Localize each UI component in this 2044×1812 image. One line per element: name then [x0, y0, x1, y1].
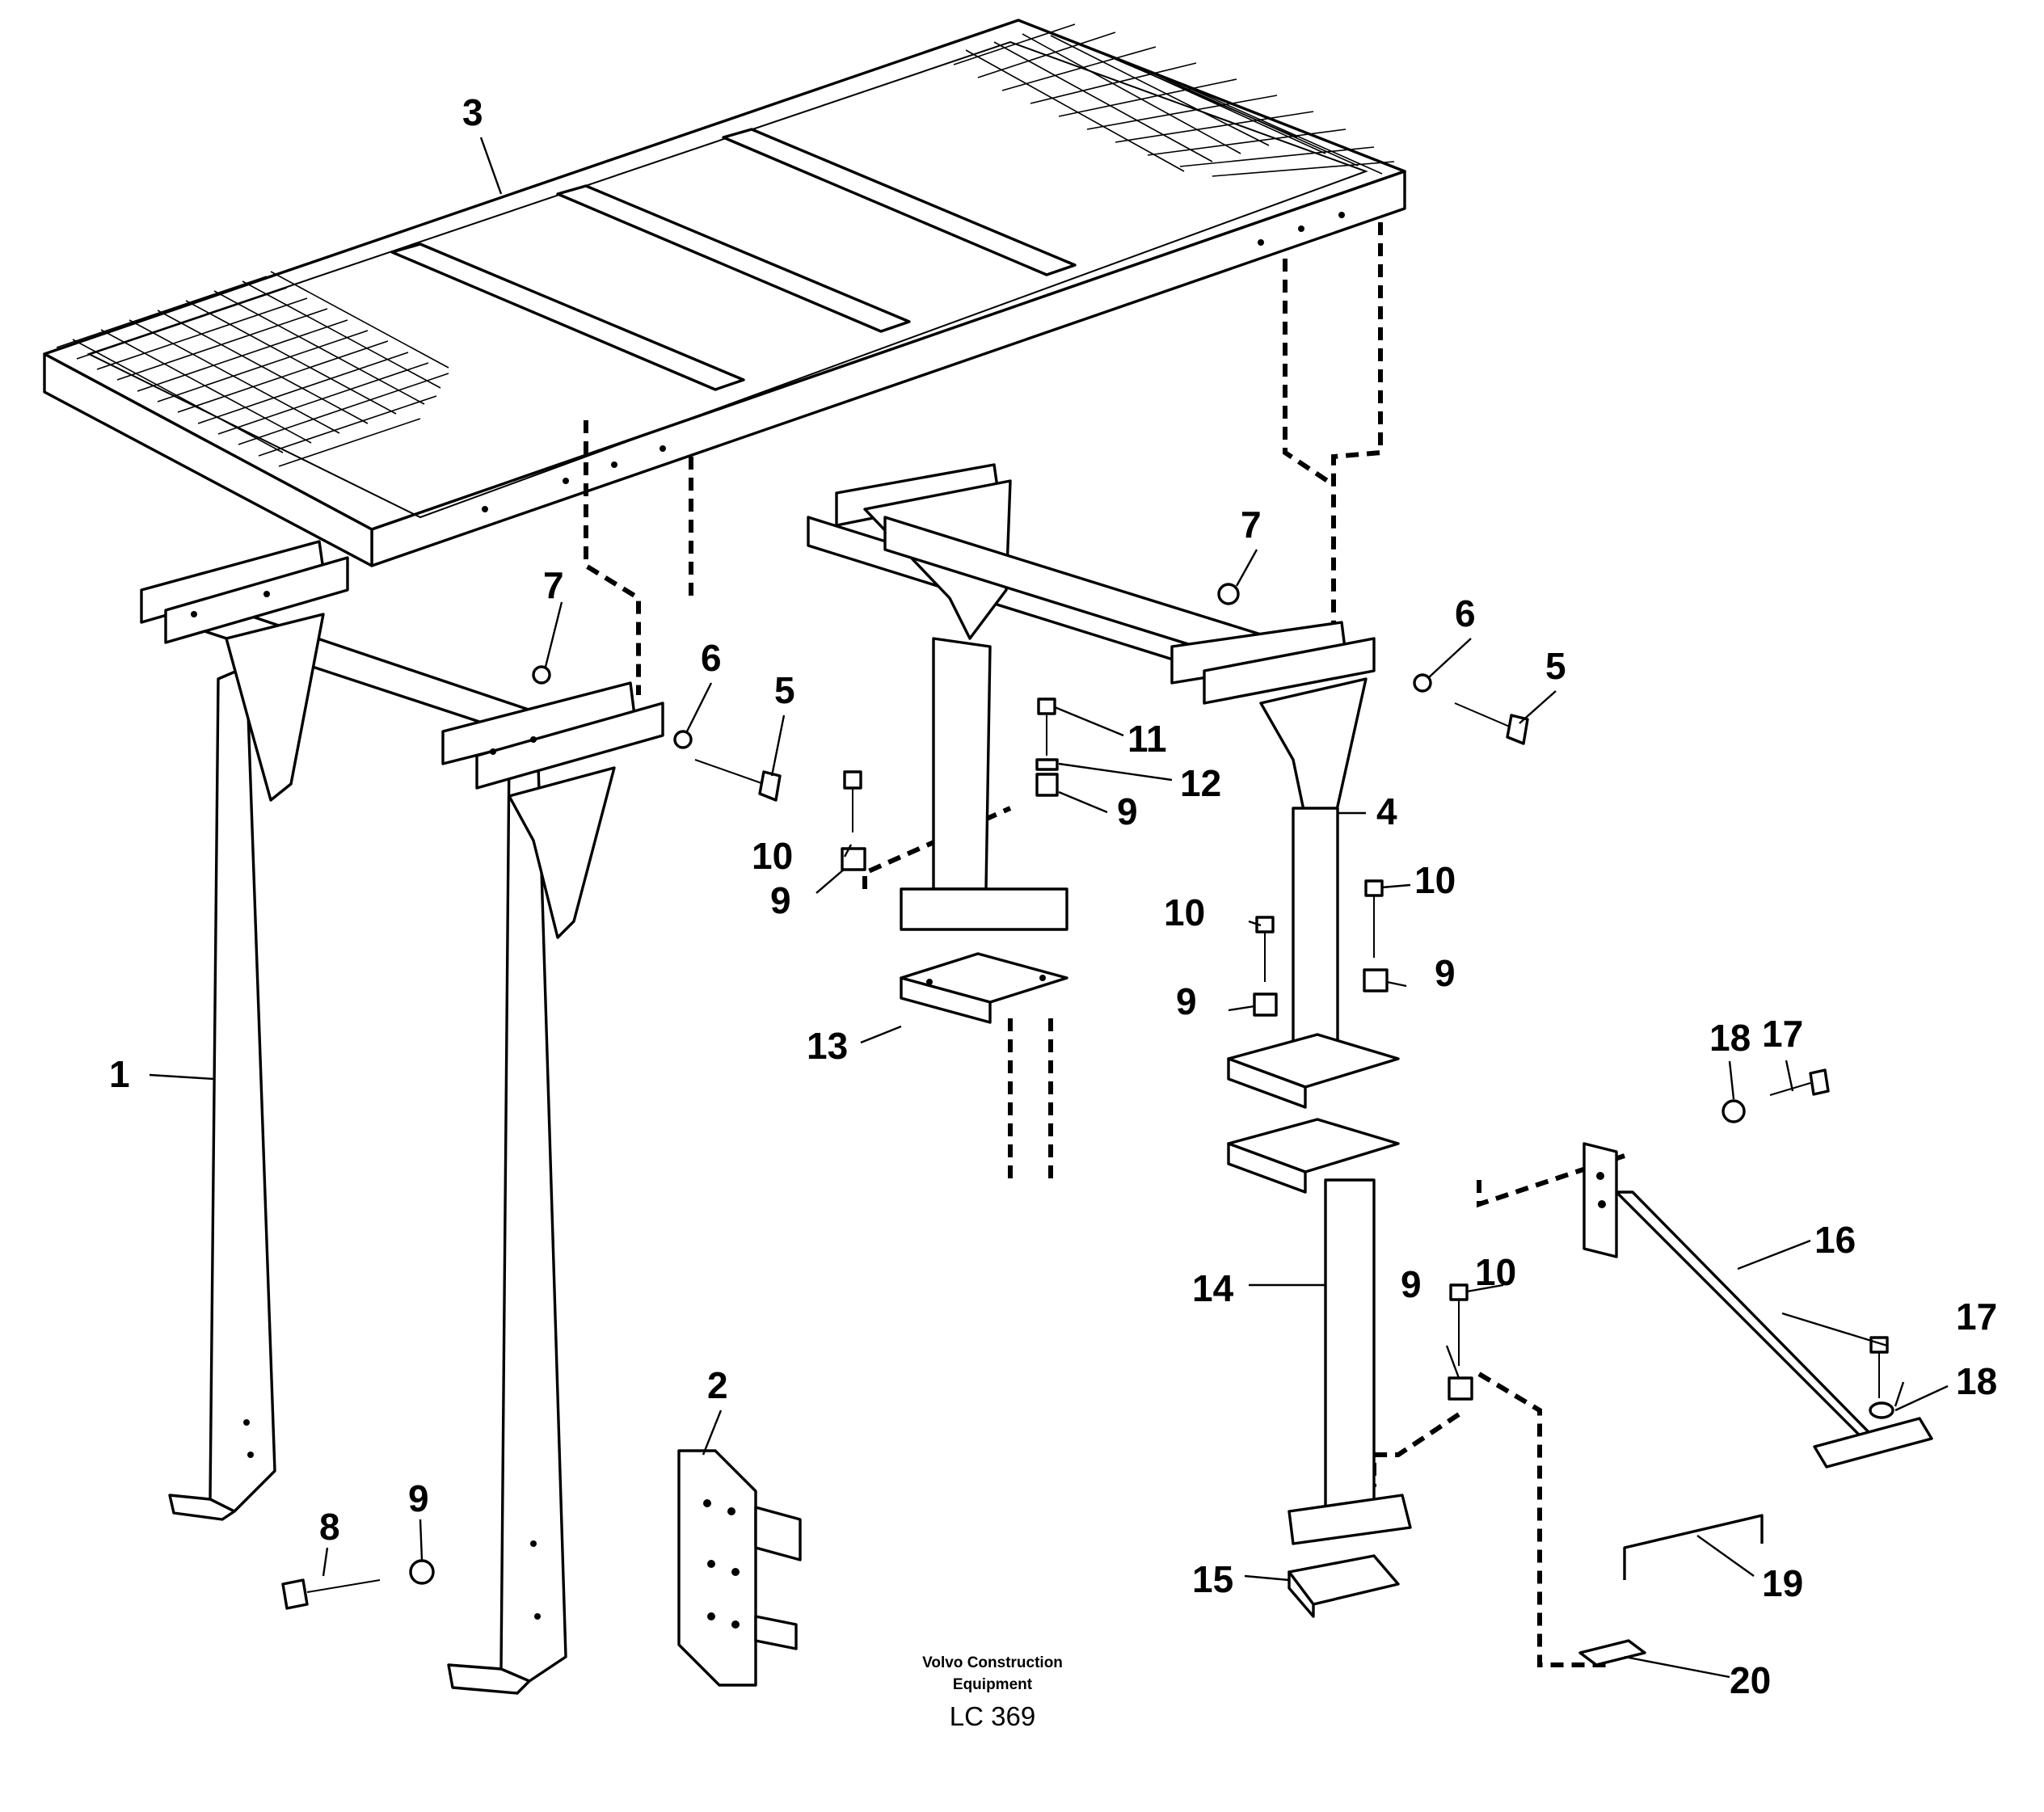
callout-5-right: 5	[1545, 645, 1566, 687]
callout-10-right-a: 10	[1164, 891, 1205, 933]
bolt-17-upper	[1769, 1068, 1830, 1096]
fasteners	[281, 583, 1894, 1610]
callout-4: 4	[1376, 790, 1397, 832]
support-post	[1288, 1178, 1412, 1618]
bolt-8	[281, 1578, 381, 1610]
left-frame	[140, 540, 664, 1695]
callout-7-right: 7	[1241, 504, 1262, 546]
washer-6-right	[1413, 673, 1432, 693]
grating-mesh-right	[953, 23, 1395, 177]
bracket-plate	[677, 1449, 802, 1687]
bolt-5-left	[694, 759, 782, 802]
callout-10-lower: 10	[1475, 1251, 1516, 1293]
washer-12	[1035, 758, 1059, 771]
callout-6-right: 6	[1455, 592, 1476, 634]
callout-5-left: 5	[774, 669, 795, 711]
nut-7-left	[532, 665, 551, 685]
callout-10-right-b: 10	[1414, 859, 1456, 901]
bolt-5-right	[1454, 702, 1529, 745]
spacer-9-right-a	[1253, 992, 1278, 1017]
callout-17-lower: 17	[1956, 1296, 1997, 1338]
grating-mesh-left	[56, 271, 449, 467]
callout-11: 11	[1127, 718, 1167, 760]
callout-18-lower: 18	[1956, 1360, 1997, 1402]
stay-bracket	[1583, 1142, 1933, 1469]
callout-9-bolt-11: 9	[1117, 790, 1138, 832]
callout-1: 1	[109, 1053, 130, 1095]
bolt-11	[1037, 697, 1056, 756]
spacer-9-bolt-11	[1035, 773, 1059, 797]
callout-17-upper: 17	[1762, 1013, 1803, 1055]
bolt-10-right-a	[1255, 916, 1275, 982]
nut-7-right	[1217, 583, 1240, 605]
callout-9-center: 9	[770, 879, 791, 921]
bolt-10-center	[843, 770, 862, 832]
leader-lines	[149, 137, 1949, 1679]
callout-6-left: 6	[701, 637, 722, 679]
caption-company-line2: Equipment	[953, 1676, 1033, 1693]
caption-company: Volvo Construction	[922, 1654, 1063, 1671]
washer-18-upper	[1722, 1099, 1746, 1123]
callout-14: 14	[1192, 1267, 1234, 1309]
bolt-10-lower	[1449, 1283, 1469, 1366]
washer-18-lower	[1869, 1401, 1894, 1419]
spacer-9-center	[841, 847, 866, 871]
spacer-9-bolt-8	[409, 1559, 435, 1585]
callout-3: 3	[462, 91, 483, 133]
callout-19: 19	[1762, 1562, 1803, 1604]
caption: Volvo Construction Equipment LC 369	[922, 1654, 1063, 1731]
callout-2: 2	[707, 1364, 728, 1406]
callout-7-left: 7	[543, 564, 564, 606]
callout-10-center: 10	[752, 835, 793, 877]
right-frame-post	[883, 516, 1400, 1194]
bolt-17-lower	[1869, 1336, 1889, 1398]
callout-20: 20	[1730, 1659, 1771, 1701]
handle-and-clip	[1578, 1514, 1764, 1667]
washer-6-left	[673, 730, 693, 749]
assembly-guide-lines	[584, 222, 1625, 1667]
callout-16: 16	[1814, 1219, 1856, 1261]
bolt-10-right-b	[1364, 879, 1384, 958]
spacer-9-right-b	[1363, 968, 1389, 992]
callout-15: 15	[1192, 1558, 1233, 1600]
callouts: 1 2 3 4 5 5 6 6 7 7 8 9 9 9 9 9 9 10 10 …	[109, 91, 1997, 1701]
grating-platform	[43, 19, 1406, 567]
drawing-code: LC 369	[950, 1701, 1035, 1731]
callout-9-lower: 9	[1401, 1263, 1422, 1305]
callout-8: 8	[319, 1506, 340, 1548]
callout-9-right-b: 9	[1435, 952, 1456, 994]
spacer-9-lower	[1448, 1376, 1473, 1401]
callout-9-bolt-8: 9	[408, 1477, 429, 1519]
callout-9-right-a: 9	[1176, 980, 1197, 1022]
callout-12: 12	[1180, 762, 1221, 804]
callout-13: 13	[807, 1025, 848, 1067]
callout-18-upper: 18	[1709, 1017, 1751, 1059]
